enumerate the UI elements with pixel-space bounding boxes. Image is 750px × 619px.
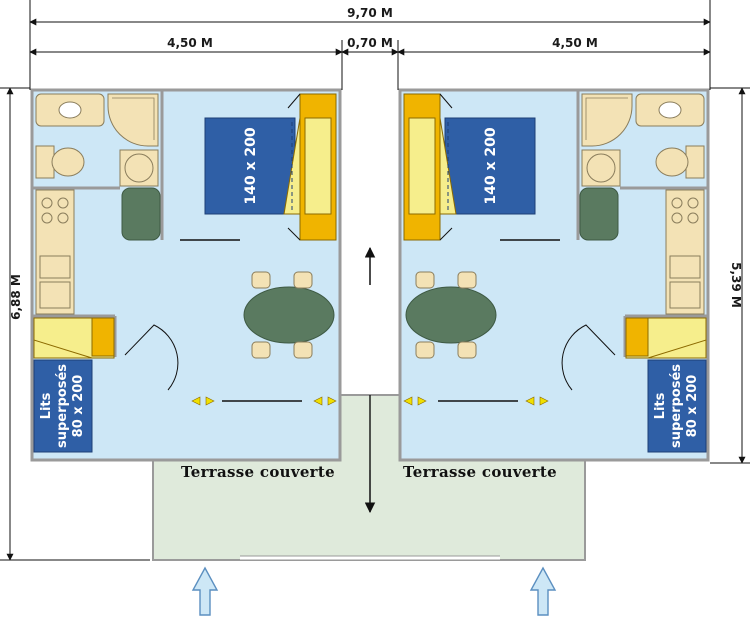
left-bed-label: 140 x 200 xyxy=(243,127,259,204)
right-kitchen-counter xyxy=(665,189,705,315)
right-height-label: 5,39 M xyxy=(729,262,743,308)
left-bunks-label-2: superposés xyxy=(55,364,70,448)
right-toilet-tank xyxy=(685,145,705,179)
left-bunks-label-3: 80 x 200 xyxy=(71,375,86,438)
left-shower xyxy=(107,93,159,147)
right-bed-label: 140 x 200 xyxy=(483,127,499,204)
left-height-label: 6,88 M xyxy=(9,274,23,320)
left-toilet-tank xyxy=(35,145,55,179)
left-unit: 140 x 200 Lits superposés 80 x 200 xyxy=(30,88,342,462)
left-kitchen-counter xyxy=(35,189,75,315)
left-dining-table xyxy=(243,286,335,344)
right-bunk-beds xyxy=(647,359,707,453)
right-bunk-closet xyxy=(625,317,649,357)
left-bunks-label-1: Lits xyxy=(39,392,54,419)
left-toilet xyxy=(51,147,85,177)
right-dining-table xyxy=(405,286,497,344)
right-shower xyxy=(581,93,633,147)
right-fridge xyxy=(579,187,619,241)
left-terrace-label: Terrasse couverte xyxy=(181,463,335,481)
right-chair xyxy=(457,271,477,289)
left-fridge xyxy=(121,187,161,241)
right-bunks-label-1: Lits xyxy=(653,392,668,419)
left-bunk-beds xyxy=(33,359,93,453)
left-chair xyxy=(293,341,313,359)
left-double-bed xyxy=(204,117,296,215)
right-unit: 140 x 200 Lits superposés 80 x 200 xyxy=(398,88,710,462)
right-terrace-label: Terrasse couverte xyxy=(403,463,557,481)
left-chair xyxy=(251,271,271,289)
right-chair xyxy=(415,271,435,289)
right-bunks-label-2: superposés xyxy=(669,364,684,448)
left-chair xyxy=(251,341,271,359)
dimension-lines xyxy=(0,0,750,561)
left-bunk-closet xyxy=(91,317,115,357)
total-width-label: 9,70 M xyxy=(347,6,393,20)
right-entrance-arrow-icon xyxy=(529,566,557,616)
right-width-label: 4,50 M xyxy=(552,36,598,50)
left-entrance-arrow-icon xyxy=(191,566,219,616)
right-chair xyxy=(457,341,477,359)
left-width-label: 4,50 M xyxy=(167,36,213,50)
right-chair xyxy=(415,341,435,359)
gap-width-label: 0,70 M xyxy=(347,36,393,50)
right-toilet xyxy=(655,147,689,177)
right-bunks-label-3: 80 x 200 xyxy=(685,375,700,438)
left-chair xyxy=(293,271,313,289)
